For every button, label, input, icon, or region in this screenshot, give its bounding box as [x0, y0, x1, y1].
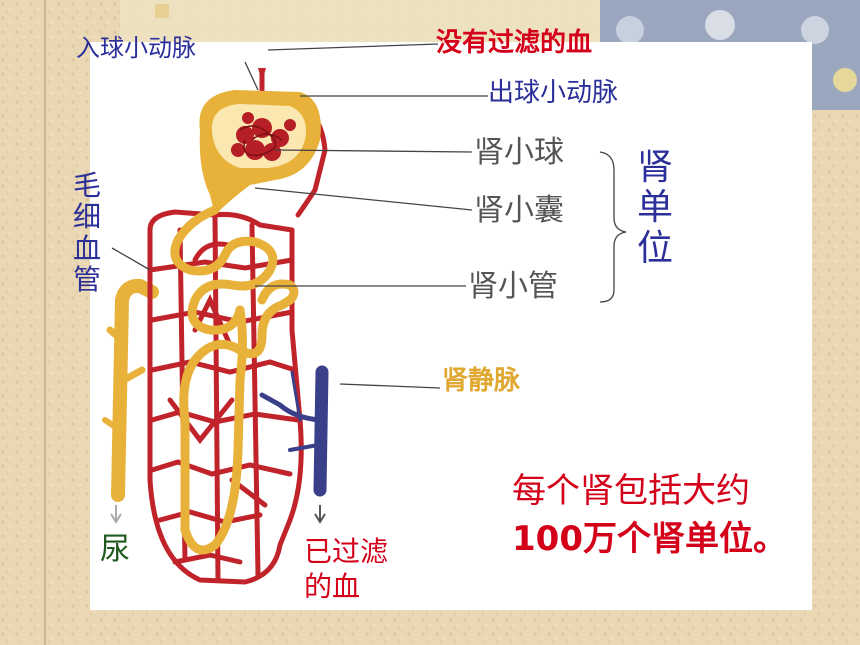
label-renal-tubule: 肾小管 [468, 269, 558, 304]
arrow-down-icon [110, 505, 122, 524]
label-unfiltered-blood: 没有过滤的血 [436, 28, 593, 58]
label-efferent-arteriole: 出球小动脉 [488, 78, 619, 108]
label-capillary: 毛细血管 [72, 169, 101, 297]
note-line-1: 每个肾包括大约 [512, 471, 750, 511]
label-glomerulus: 肾小球 [474, 135, 564, 170]
renal-tubule [170, 205, 299, 555]
leader-lines [111, 43, 627, 389]
note-line-2: 100万个肾单位。 [512, 519, 787, 559]
label-afferent-arteriole: 入球小动脉 [76, 34, 196, 62]
renal-vein [259, 365, 329, 497]
arrow-down-icon [314, 505, 326, 524]
label-bowman-capsule: 肾小囊 [474, 193, 564, 228]
flow-arrows [110, 505, 326, 524]
glomerulus-capsule [199, 68, 321, 215]
label-urine: 尿 [100, 532, 130, 567]
label-nephron: 肾单位 [636, 147, 673, 269]
label-filtered-blood: 已过滤的血 [304, 535, 389, 603]
label-renal-vein: 肾静脉 [442, 366, 521, 396]
collecting-duct [102, 278, 159, 502]
